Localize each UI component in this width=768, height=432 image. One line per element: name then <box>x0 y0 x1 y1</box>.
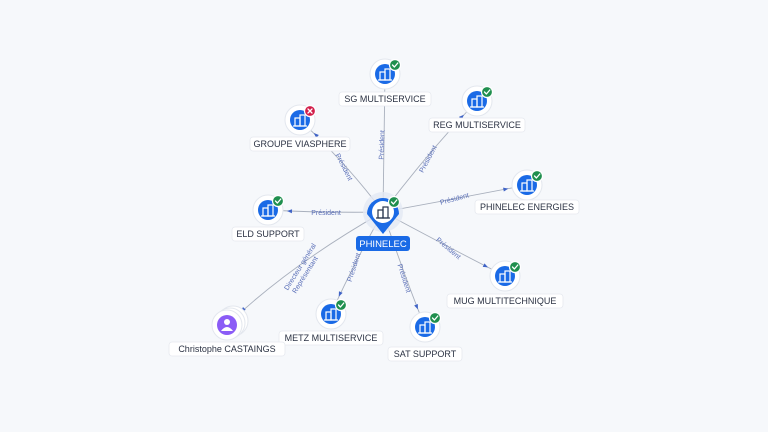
status-inactive-icon <box>303 104 317 118</box>
edge-arrow <box>503 187 509 192</box>
nodes-layer: SG MULTISERVICE REG MULTISERVICE GROUPE VI… <box>168 58 580 362</box>
node-metz[interactable]: METZ MULTISERVICE <box>278 298 384 346</box>
node-eld[interactable]: ELD SUPPORT <box>231 194 305 242</box>
edge-arrow <box>286 209 293 214</box>
edge-label-phinelec_en: Président <box>439 192 469 206</box>
status-active-icon <box>334 298 348 312</box>
node-reg[interactable]: REG MULTISERVICE <box>428 85 526 133</box>
status-active-icon <box>480 85 494 99</box>
center-node[interactable]: PHINELEC <box>356 192 410 251</box>
center-label-text: PHINELEC <box>359 239 407 250</box>
status-active-icon <box>388 58 402 72</box>
edge-arrow <box>313 132 319 138</box>
node-mug[interactable]: MUG MULTITECHNIQUE <box>446 260 564 309</box>
edge-label-eld: Président <box>311 210 341 217</box>
edge-arrow <box>338 291 343 297</box>
node-label-sat-text: SAT SUPPORT <box>394 349 457 359</box>
edge-label-metz: Président <box>347 252 363 282</box>
edge-label-reg: Président <box>419 145 439 174</box>
node-groupe[interactable]: GROUPE VIASPHERE <box>249 104 351 152</box>
edge-label-sg: Président <box>378 130 386 160</box>
building-icon <box>378 68 392 81</box>
node-label-sg-text: SG MULTISERVICE <box>344 94 425 104</box>
center-label[interactable]: PHINELEC <box>356 236 410 251</box>
node-label-groupe[interactable]: GROUPE VIASPHERE <box>249 136 351 152</box>
status-active-icon <box>271 194 285 208</box>
node-label-eld[interactable]: ELD SUPPORT <box>231 226 305 242</box>
building-icon <box>470 95 484 108</box>
node-label-reg[interactable]: REG MULTISERVICE <box>428 117 526 133</box>
node-label-phinelec_en-text: PHINELEC ENERGIES <box>480 202 574 212</box>
edge-label-groupe: Président <box>334 153 354 183</box>
node-label-mug-text: MUG MULTITECHNIQUE <box>454 296 557 306</box>
node-label-phinelec_en[interactable]: PHINELEC ENERGIES <box>474 199 580 215</box>
edge-arrow <box>414 303 418 310</box>
edge-arrow <box>482 263 489 268</box>
node-label-groupe-text: GROUPE VIASPHERE <box>253 139 346 149</box>
person-icon <box>221 319 233 331</box>
status-active-icon <box>508 260 522 274</box>
building-icon <box>418 321 432 334</box>
node-label-christophe-text: Christophe CASTAINGS <box>178 344 275 354</box>
node-label-sat[interactable]: SAT SUPPORT <box>387 346 463 362</box>
building-icon <box>520 179 534 192</box>
node-label-eld-text: ELD SUPPORT <box>236 229 300 239</box>
building-icon <box>261 204 275 217</box>
node-phinelec_en[interactable]: PHINELEC ENERGIES <box>474 169 580 215</box>
status-active-icon <box>387 195 401 209</box>
node-label-christophe[interactable]: Christophe CASTAINGS <box>168 341 286 357</box>
building-icon <box>376 206 390 219</box>
building-icon <box>324 308 338 321</box>
node-label-metz[interactable]: METZ MULTISERVICE <box>278 330 384 346</box>
edge-arrow <box>458 114 464 120</box>
node-label-reg-text: REG MULTISERVICE <box>433 120 521 130</box>
edge-label-mug: Président <box>434 237 461 261</box>
node-sg[interactable]: SG MULTISERVICE <box>338 58 432 107</box>
status-active-icon <box>428 311 442 325</box>
node-sat[interactable]: SAT SUPPORT <box>387 311 463 362</box>
node-christophe[interactable]: Christophe CASTAINGS <box>168 305 286 357</box>
node-label-metz-text: METZ MULTISERVICE <box>285 333 378 343</box>
building-icon <box>498 270 512 283</box>
building-icon <box>293 114 307 127</box>
node-label-sg[interactable]: SG MULTISERVICE <box>338 91 432 107</box>
status-active-icon <box>530 169 544 183</box>
edge-label-sat: Président <box>396 263 412 293</box>
node-label-mug[interactable]: MUG MULTITECHNIQUE <box>446 293 564 309</box>
